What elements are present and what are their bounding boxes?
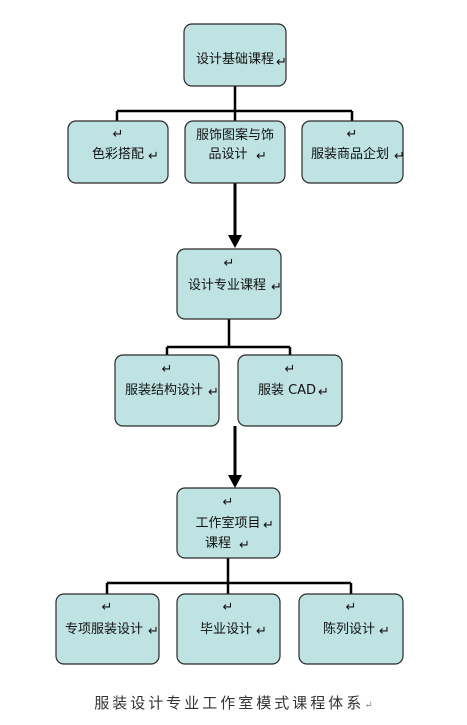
node-special-mark: ↵ xyxy=(148,624,159,639)
node-studio-mark-2: ↵ xyxy=(239,538,250,553)
diagram-caption-text: 服装设计专业工作室模式课程体系 xyxy=(94,694,365,712)
node-merch-top-mark: ↵ xyxy=(347,127,358,142)
node-merch-label: 服装商品企划 xyxy=(311,146,389,162)
diagram-caption-mark: ↵ xyxy=(364,700,373,711)
node-display-top-mark: ↵ xyxy=(346,600,357,615)
node-studio-top-mark: ↵ xyxy=(223,495,234,510)
arrow-head-1 xyxy=(228,235,242,248)
node-special-label: 专项服装设计 xyxy=(65,622,143,637)
node-pattern: 服饰图案与饰 品设计 ↵ xyxy=(184,120,286,184)
node-structure: ↵ 服装结构设计 ↵ xyxy=(114,354,220,427)
node-studio-mark-1: ↵ xyxy=(263,518,274,533)
node-merch: ↵ 服装商品企划 ↵ xyxy=(301,120,405,184)
connector-foundation-branch xyxy=(115,86,354,121)
node-foundation: ↵ 设计基础课程 xyxy=(183,23,287,87)
node-cad-top-mark: ↵ xyxy=(285,362,296,377)
node-pattern-label-2: 品设计 xyxy=(208,147,247,162)
node-display-mark: ↵ xyxy=(379,624,390,639)
node-cad-label: 服装 CAD xyxy=(258,383,316,398)
node-studio-label-2: 课程 xyxy=(205,536,231,551)
node-cad: ↵ 服装 CAD ↵ xyxy=(237,354,343,427)
node-structure-top-mark: ↵ xyxy=(162,362,173,377)
node-graduation-label: 毕业设计 xyxy=(200,622,252,637)
node-professional-label: 设计专业课程 xyxy=(188,278,266,293)
node-display: ↵ 陈列设计 ↵ xyxy=(298,593,404,665)
node-display-label: 陈列设计 xyxy=(323,621,375,637)
node-color-mark: ↵ xyxy=(148,149,159,164)
node-merch-mark: ↵ xyxy=(394,149,405,164)
node-professional-mark: ↵ xyxy=(271,280,282,295)
node-special: ↵ 专项服装设计 ↵ xyxy=(55,593,160,665)
node-color-label: 色彩搭配 xyxy=(92,146,144,162)
node-graduation: ↵ 毕业设计 ↵ xyxy=(176,593,281,665)
node-foundation-mark: ↵ xyxy=(276,55,287,70)
node-special-top-mark: ↵ xyxy=(102,600,113,615)
node-color: ↵ 色彩搭配 ↵ xyxy=(67,120,169,184)
node-structure-label: 服装结构设计 xyxy=(125,383,203,398)
node-foundation-label: 设计基础课程 xyxy=(196,52,274,67)
connector-professional-branch xyxy=(165,319,292,355)
node-studio: ↵ 工作室项目 ↵ 课程 ↵ xyxy=(176,487,281,559)
node-structure-mark: ↵ xyxy=(208,385,219,400)
node-professional-top-mark: ↵ xyxy=(224,256,235,271)
node-graduation-mark: ↵ xyxy=(256,624,267,639)
node-pattern-mark: ↵ xyxy=(256,149,267,164)
node-graduation-top-mark: ↵ xyxy=(223,600,234,615)
node-studio-label-1: 工作室项目 xyxy=(195,515,260,531)
node-color-top-mark: ↵ xyxy=(113,127,124,142)
connector-studio-branch xyxy=(105,558,353,594)
node-cad-mark: ↵ xyxy=(318,385,329,400)
diagram-caption: 服装设计专业工作室模式课程体系↵ xyxy=(0,692,467,713)
node-professional: ↵ 设计专业课程 ↵ xyxy=(176,248,282,320)
node-pattern-label-1: 服饰图案与饰 xyxy=(196,128,274,143)
arrow-head-2 xyxy=(228,475,242,488)
